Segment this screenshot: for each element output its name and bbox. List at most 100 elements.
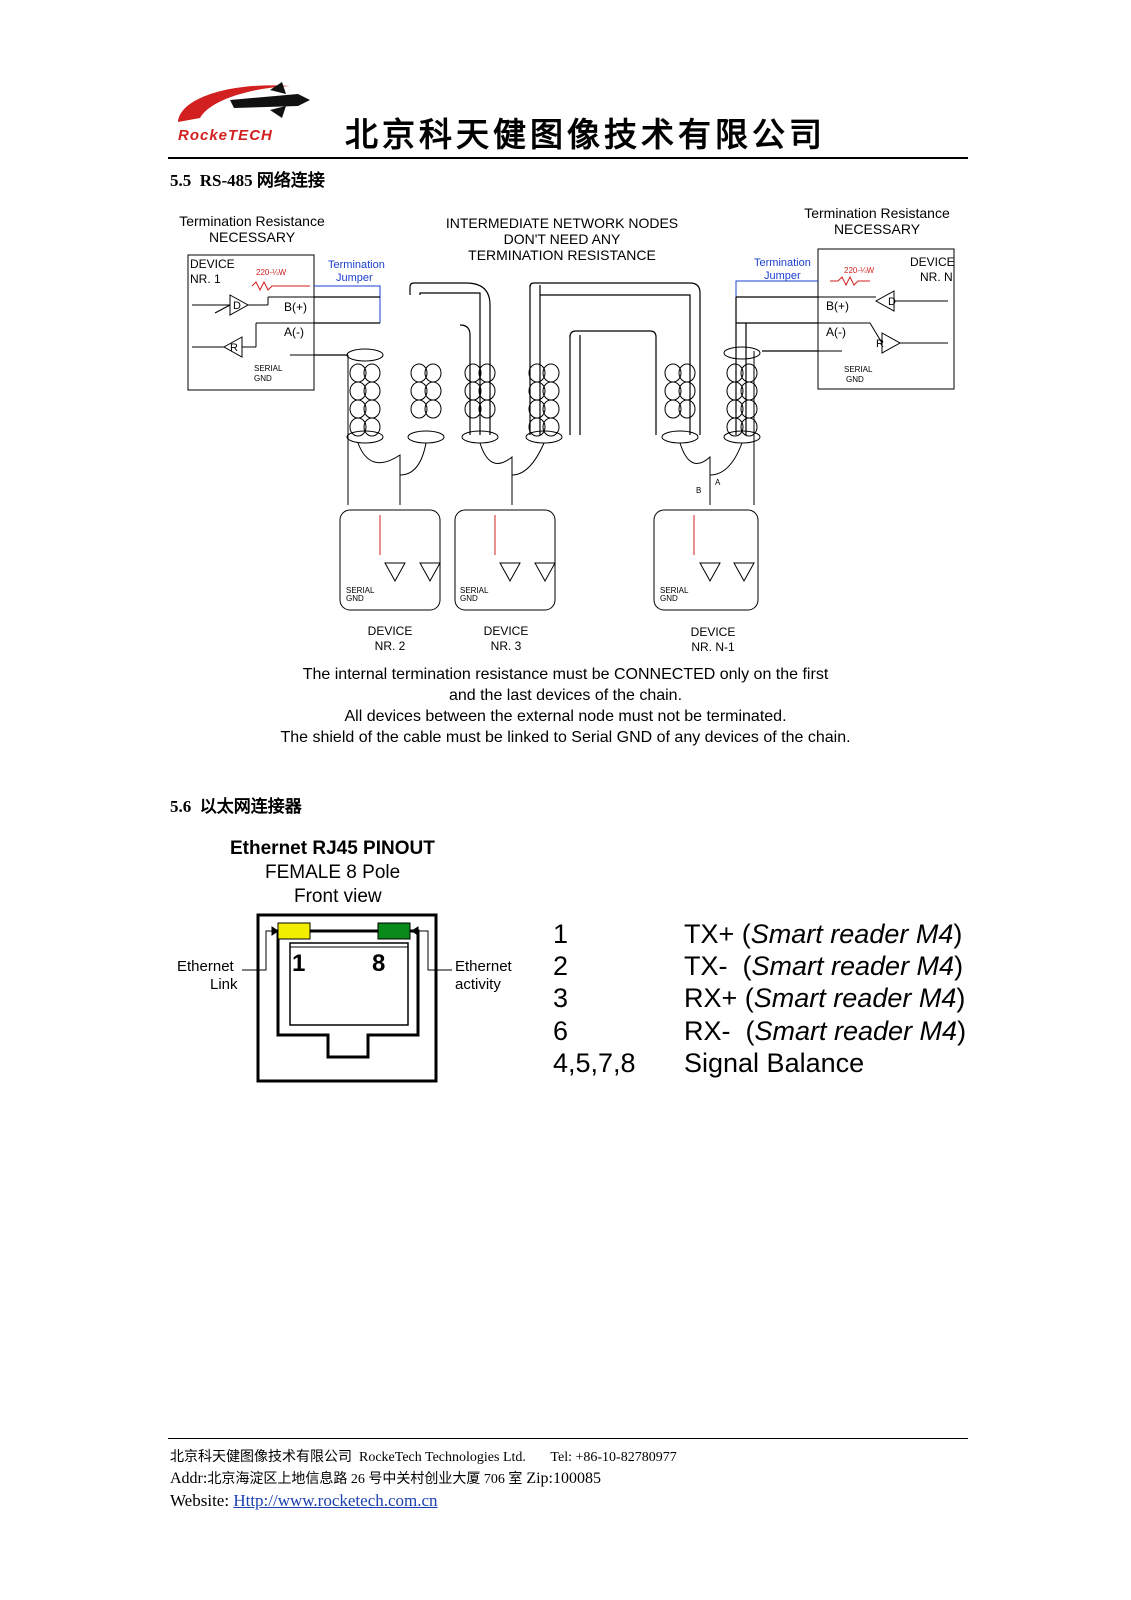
devicen-aminus: A(-)	[826, 325, 846, 339]
footer-website-line: Website: Http://www.rocketech.com.cn	[170, 1491, 438, 1511]
rs485-note-1: The internal termination resistance must…	[302, 666, 829, 683]
section-5-5-heading: 5.5 RS-485 网络连接	[170, 166, 325, 191]
center-heading-1: INTERMEDIATE NETWORK NODES	[446, 215, 678, 231]
device1-jumper: Jumper	[336, 272, 373, 284]
rj45-pinout-diagram: Ethernet RJ45 PINOUT FEMALE 8 Pole Front…	[177, 838, 513, 1083]
pin-signal: RX- (Smart reader M4)	[684, 1016, 967, 1046]
section-title: RS-485 网络连接	[199, 171, 325, 190]
device2-label: DEVICE	[368, 624, 413, 638]
device1-serial: SERIAL	[254, 364, 283, 373]
pin-number: 1	[553, 919, 569, 949]
ethernet-activity-label-1: Ethernet	[455, 958, 513, 975]
rocketech-logo: RockeTECH	[178, 82, 310, 144]
ethernet-activity-label-2: activity	[455, 976, 501, 993]
devicen-label: DEVICE	[910, 255, 955, 269]
rs485-network-diagram: Termination Resistance NECESSARY INTERME…	[179, 205, 955, 654]
footer-company-line: 北京科天健图像技术有限公司 RockeTech Technologies Ltd…	[170, 1446, 677, 1466]
devicen-jumper: Jumper	[764, 270, 801, 282]
devicen1-b: B	[696, 486, 701, 495]
activity-pointer	[412, 930, 452, 971]
company-name-cn: 北京科天健图像技术有限公司	[345, 115, 826, 154]
device1-gnd: GND	[254, 374, 272, 383]
device2-serial: SERIAL	[346, 586, 375, 595]
center-heading-2: DON'T NEED ANY	[504, 231, 621, 247]
right-heading-2: NECESSARY	[834, 221, 921, 237]
footer-zip: Zip:100085	[526, 1470, 601, 1487]
pin-number: 6	[553, 1016, 569, 1046]
section-number: 5.5	[170, 171, 192, 190]
device3-gnd: GND	[460, 594, 478, 603]
devicen1-a: A	[715, 478, 721, 487]
device1-bplus: B(+)	[284, 300, 307, 314]
link-led	[277, 922, 311, 940]
rs485-note-3: All devices between the external node mu…	[344, 708, 787, 725]
device1-r: R	[230, 342, 238, 354]
devicen-termination: Termination	[754, 257, 811, 269]
device1-d: D	[233, 300, 241, 312]
device-nrn1	[653, 509, 759, 611]
section-number: 5.6	[170, 797, 192, 816]
pin-signal: TX+ (Smart reader M4)	[684, 919, 963, 949]
rj45-title: Ethernet RJ45 PINOUT	[230, 838, 435, 859]
header-divider	[168, 157, 968, 159]
devicen-d: D	[888, 296, 896, 308]
device2-gnd: GND	[346, 594, 364, 603]
footer-website-label: Website:	[170, 1491, 230, 1510]
device1-nr: NR. 1	[190, 272, 221, 286]
center-heading-3: TERMINATION RESISTANCE	[468, 247, 656, 263]
footer-address-line: Addr:北京海淀区上地信息路 26 号中关村创业大厦 706 室 Zip:10…	[170, 1468, 601, 1488]
section-title: 以太网连接器	[199, 797, 302, 816]
pin-signal: TX- (Smart reader M4)	[684, 951, 964, 981]
pin-number: 4,5,7,8	[553, 1048, 636, 1078]
devicen-resistor: 220-¼W	[844, 266, 875, 275]
footer-website-link[interactable]: Http://www.rocketech.com.cn	[233, 1491, 438, 1510]
svg-text:RockeTECH: RockeTECH	[178, 127, 273, 144]
device3-label: DEVICE	[484, 624, 529, 638]
device3-serial: SERIAL	[460, 586, 489, 595]
devicen-serial: SERIAL	[844, 365, 873, 374]
rs485-note-4: The shield of the cable must be linked t…	[280, 729, 851, 746]
rj45-pin-right: 8	[372, 950, 385, 977]
rj45-subtitle-1: FEMALE 8 Pole	[265, 862, 400, 883]
device-nr3	[454, 509, 556, 611]
ethernet-link-label-1: Ethernet	[177, 958, 235, 975]
device1-termination: Termination	[328, 259, 385, 271]
footer-addr: 北京海淀区上地信息路 26 号中关村创业大厦 706 室	[207, 1472, 523, 1487]
link-pointer	[242, 930, 276, 971]
devicen1-serial: SERIAL	[660, 586, 689, 595]
twisted-pair-coils	[346, 346, 761, 505]
pin-number: 2	[553, 951, 569, 981]
device-nrn	[817, 248, 955, 390]
activity-led	[377, 922, 411, 940]
ethernet-link-label-2: Link	[210, 976, 238, 993]
devicen1-gnd: GND	[660, 594, 678, 603]
rj45-connector	[256, 913, 438, 1083]
device-nr1	[187, 254, 315, 391]
devicen-gnd: GND	[846, 375, 864, 384]
device1-resistor: 220-¼W	[256, 268, 287, 277]
devicen-bplus: B(+)	[826, 299, 849, 313]
footer-divider	[168, 1438, 968, 1439]
rs485-note-2: and the last devices of the chain.	[448, 687, 683, 704]
device3-nr: NR. 3	[491, 639, 522, 653]
devicen-nr: NR. N	[920, 270, 953, 284]
left-heading-1: Termination Resistance	[179, 213, 325, 229]
rj45-pin-left: 1	[292, 950, 305, 977]
device2-nr: NR. 2	[375, 639, 406, 653]
network-cables	[314, 282, 818, 435]
pin-signal: Signal Balance	[684, 1048, 865, 1078]
devicen1-label: DEVICE	[691, 625, 736, 639]
footer-tel: Tel: +86-10-82780977	[550, 1450, 677, 1465]
left-heading-2: NECESSARY	[209, 229, 296, 245]
device1-aminus: A(-)	[284, 325, 304, 339]
footer-addr-label: Addr:	[170, 1470, 208, 1487]
rj45-subtitle-2: Front view	[294, 886, 382, 907]
devicen-r: R	[876, 338, 884, 350]
pin-signal: RX+ (Smart reader M4)	[684, 983, 966, 1013]
section-5-6-heading: 5.6 以太网连接器	[170, 792, 302, 817]
right-heading-1: Termination Resistance	[804, 205, 950, 221]
devicen1-nr: NR. N-1	[691, 640, 735, 654]
device1-label: DEVICE	[190, 257, 235, 271]
pin-number: 3	[553, 983, 569, 1013]
footer-company-cn: 北京科天健图像技术有限公司	[170, 1450, 352, 1465]
